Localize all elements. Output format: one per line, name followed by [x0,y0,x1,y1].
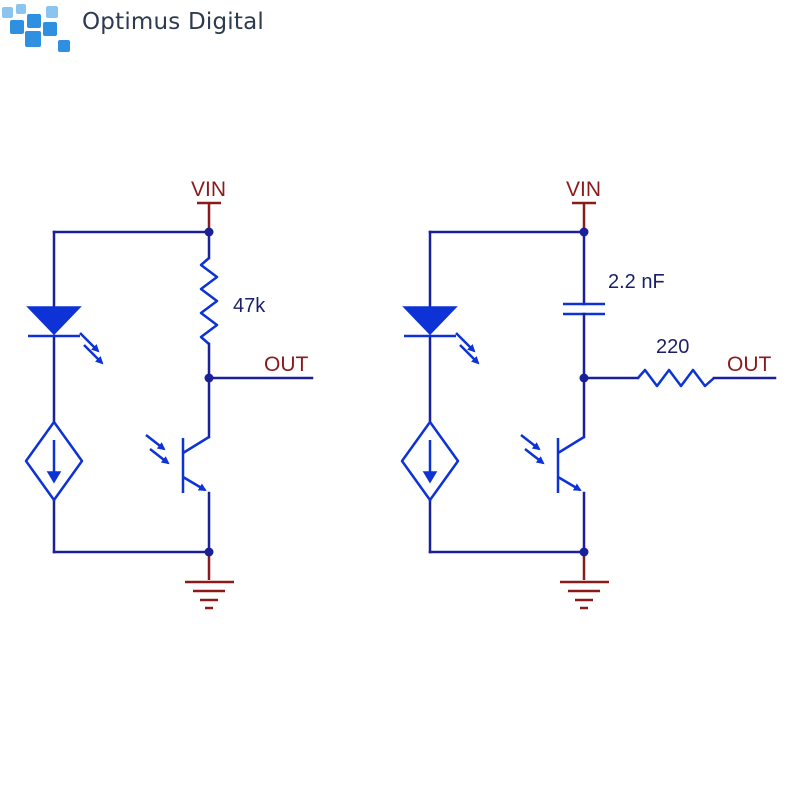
right-ir-led [402,306,480,365]
right-capacitor-label: 2.2 nF [608,271,665,293]
logo-mark-icon [2,4,70,52]
left-supply-symbol: VIN [191,178,226,230]
left-output-label: OUT [264,353,309,376]
left-resistor-47k [199,257,219,345]
left-ir-led [26,306,104,365]
left-ground-symbol [185,552,234,610]
left-phototransistor [145,376,211,554]
left-supply-label: VIN [191,178,226,201]
left-circuit: VIN 47k OUT [24,178,314,610]
right-capacitor [563,302,605,316]
left-current-source [24,420,84,502]
right-supply-label: VIN [566,178,601,201]
right-supply-symbol: VIN [566,178,601,230]
left-resistor-label: 47k [233,295,266,317]
right-ground-symbol [560,552,609,610]
right-resistor-label: 220 [656,336,689,358]
brand-name: Optimus Digital [82,9,264,35]
brand-logo: Optimus Digital [0,0,300,60]
right-current-source [400,420,460,502]
right-resistor-220 [637,368,715,388]
right-output-label: OUT [727,353,772,376]
right-circuit: VIN 2.2 nF 220 [400,178,777,610]
right-phototransistor [520,376,586,554]
